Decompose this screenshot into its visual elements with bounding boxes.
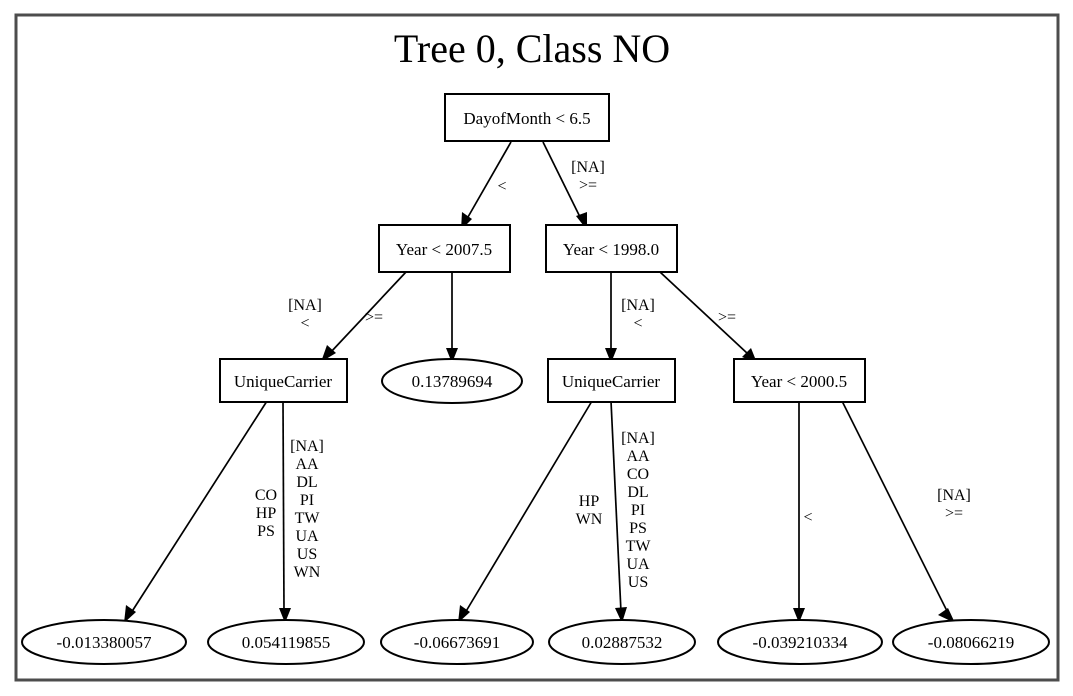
edge-year1998-to-carrier-right: [NA] < xyxy=(605,272,655,363)
node-uniquecarrier-right-split[interactable]: UniqueCarrier xyxy=(547,358,676,403)
edge-label-lt: < xyxy=(300,315,309,332)
node-label: Year < 2000.5 xyxy=(751,372,847,391)
node-box[interactable] xyxy=(219,358,348,403)
edge-label-gte: >= xyxy=(365,309,383,326)
edge-label-carrier-hp: HP xyxy=(256,505,277,522)
leaf-ellipse[interactable] xyxy=(380,619,534,665)
edge-label-carrier-wn: WN xyxy=(576,511,603,528)
leaf-ellipse[interactable] xyxy=(548,619,696,665)
edge-label-carrier-dl: DL xyxy=(627,484,648,501)
edge-label-gte: >= xyxy=(945,505,963,522)
node-year2007-split[interactable]: Year < 2007.5 xyxy=(378,224,511,273)
edge-label-gte: >= xyxy=(579,177,597,194)
edge-label-carrier-us: US xyxy=(628,574,648,591)
node-label: UniqueCarrier xyxy=(562,372,661,391)
node-dayofmonth-split[interactable]: DayofMonth < 6.5 xyxy=(444,93,610,142)
edge-year2000-to-leaf-m0080: [NA] >= xyxy=(841,400,971,623)
leaf-label: 0.054119855 xyxy=(242,633,331,652)
node-label: DayofMonth < 6.5 xyxy=(463,109,590,128)
node-box[interactable] xyxy=(733,358,866,403)
node-box[interactable] xyxy=(378,224,511,273)
node-box[interactable] xyxy=(444,93,610,142)
node-year1998-split[interactable]: Year < 1998.0 xyxy=(545,224,678,273)
edge-label-na: [NA] xyxy=(937,487,971,504)
node-year2000-split[interactable]: Year < 2000.5 xyxy=(733,358,866,403)
leaf-label: -0.013380057 xyxy=(57,633,152,652)
node-box[interactable] xyxy=(547,358,676,403)
edge-label-lt: < xyxy=(803,509,812,526)
edge-year2007-to-leaf-01378: >= xyxy=(365,272,458,363)
diagram-frame xyxy=(14,13,1060,682)
edge-label-lt: < xyxy=(633,315,642,332)
edge-label-carrier-hp: HP xyxy=(579,493,600,510)
leaf-label: 0.13789694 xyxy=(412,372,493,391)
edge-label-carrier-aa: AA xyxy=(626,448,650,465)
leaf-ellipse[interactable] xyxy=(892,619,1050,665)
node-label: Year < 1998.0 xyxy=(563,240,659,259)
edge-carrier-right-to-leaf-00288: [NA] AA CO DL PI PS TW UA US xyxy=(610,400,655,623)
edge-label-na: [NA] xyxy=(288,297,322,314)
node-leaf-0.02887532[interactable]: 0.02887532 xyxy=(548,619,696,665)
node-uniquecarrier-left-split[interactable]: UniqueCarrier xyxy=(219,358,348,403)
node-leaf--0.013380057[interactable]: -0.013380057 xyxy=(21,619,187,665)
node-leaf--0.06673691[interactable]: -0.06673691 xyxy=(380,619,534,665)
edge-root-to-year2007: < xyxy=(461,141,512,230)
edge-label-carrier-aa: AA xyxy=(295,456,319,473)
leaf-label: -0.039210334 xyxy=(753,633,848,652)
node-leaf-0.13789694[interactable]: 0.13789694 xyxy=(381,358,523,404)
node-label: UniqueCarrier xyxy=(234,372,333,391)
edge-carrier-right-to-leaf-m0066: HP WN xyxy=(458,400,603,623)
edge-label-carrier-pi: PI xyxy=(300,492,314,509)
edge-year2000-to-leaf-m0039: < xyxy=(793,401,813,623)
edge-carrier-left-to-leaf-00541: [NA] AA DL PI TW UA US WN xyxy=(279,400,324,623)
edge-label-carrier-ua: UA xyxy=(626,556,650,573)
edge-label-gte: >= xyxy=(718,309,736,326)
edge-label-carrier-ps: PS xyxy=(257,523,275,540)
node-leaf-0.054119855[interactable]: 0.054119855 xyxy=(207,619,365,665)
edge-label-carrier-wn: WN xyxy=(294,564,321,581)
edge-label-carrier-co: CO xyxy=(255,487,277,504)
edge-year1998-to-year2000: >= xyxy=(659,271,757,363)
edge-label-carrier-pi: PI xyxy=(631,502,645,519)
edge-label-carrier-us: US xyxy=(297,546,317,563)
leaf-label: -0.06673691 xyxy=(414,633,500,652)
edge-label-lt: < xyxy=(497,178,506,195)
edge-carrier-left-to-leaf-m0013: CO HP PS xyxy=(124,400,277,623)
edge-label-carrier-na: [NA] xyxy=(621,430,655,447)
edge-label-carrier-co: CO xyxy=(627,466,649,483)
page-title: Tree 0, Class NO xyxy=(394,26,670,71)
edge-year2007-to-carrier-left: [NA] < xyxy=(288,271,407,362)
leaf-ellipse[interactable] xyxy=(207,619,365,665)
leaf-ellipse[interactable] xyxy=(21,619,187,665)
leaf-label: -0.08066219 xyxy=(928,633,1014,652)
leaf-ellipse[interactable] xyxy=(381,358,523,404)
leaf-ellipse[interactable] xyxy=(717,619,883,665)
node-leaf--0.039210334[interactable]: -0.039210334 xyxy=(717,619,883,665)
edge-label-carrier-na: [NA] xyxy=(290,438,324,455)
node-leaf--0.08066219[interactable]: -0.08066219 xyxy=(892,619,1050,665)
leaf-label: 0.02887532 xyxy=(582,633,663,652)
edge-label-na: [NA] xyxy=(621,297,655,314)
edge-root-to-year1998: [NA] >= xyxy=(542,141,605,230)
node-label: Year < 2007.5 xyxy=(396,240,492,259)
edge-label-carrier-dl: DL xyxy=(296,474,317,491)
edge-label-carrier-ps: PS xyxy=(629,520,647,537)
edge-label-carrier-tw: TW xyxy=(626,538,652,555)
node-box[interactable] xyxy=(545,224,678,273)
edge-label-carrier-tw: TW xyxy=(295,510,321,527)
edge-label-na: [NA] xyxy=(571,159,605,176)
edge-label-carrier-ua: UA xyxy=(295,528,319,545)
